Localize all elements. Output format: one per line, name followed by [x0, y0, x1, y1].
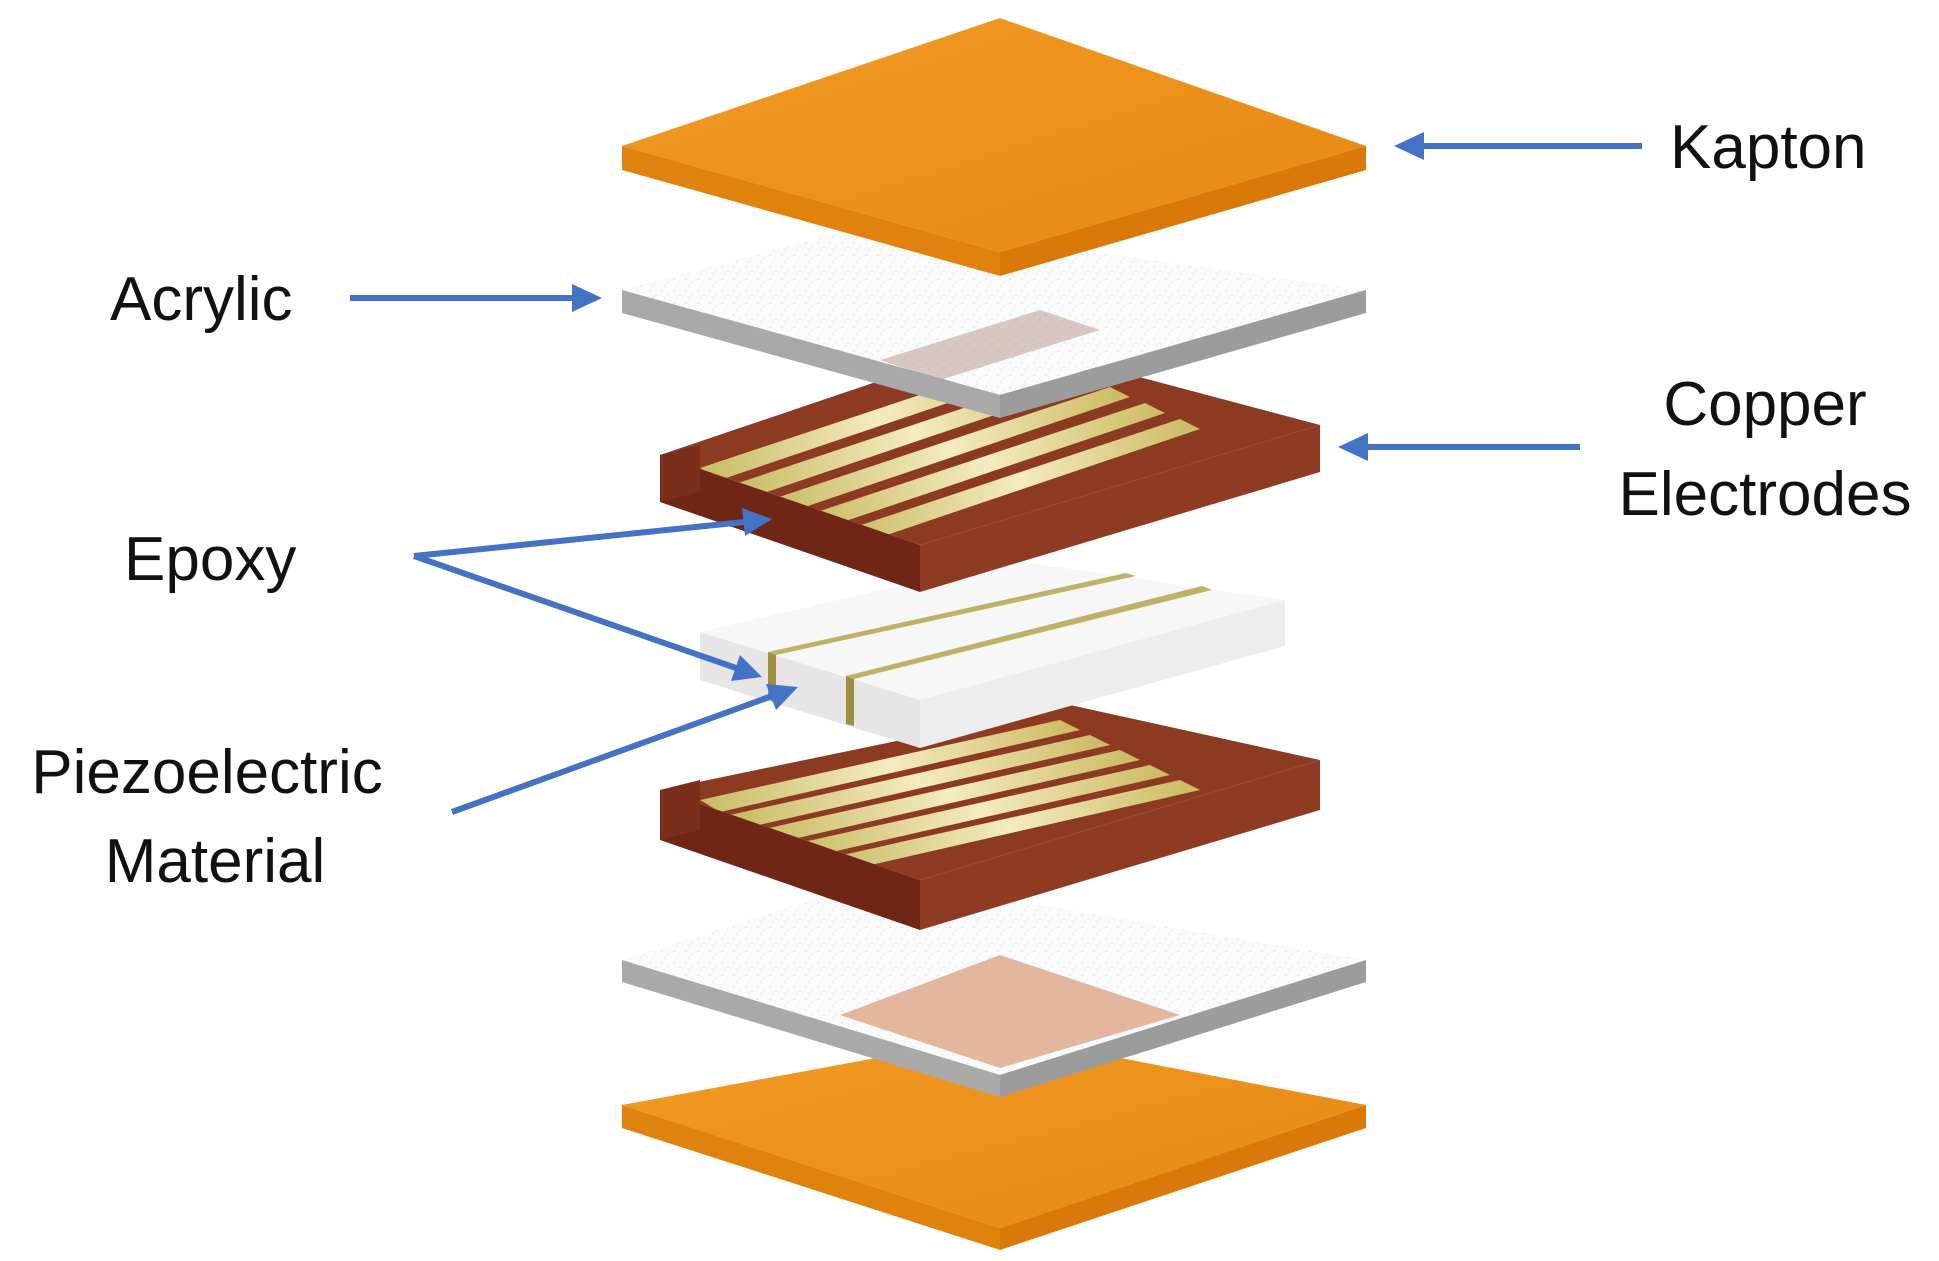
copper-label-line1: Copper: [1663, 370, 1866, 439]
epoxy-label: Epoxy: [124, 525, 296, 594]
kapton-layer-top: [622, 18, 1366, 276]
pointer-arrows: [350, 132, 1642, 815]
acrylic-arrowhead: [572, 284, 602, 312]
kapton-layer-bottom: [622, 1035, 1366, 1250]
copper-electrode-bottom: [660, 705, 1320, 930]
acrylic-label: Acrylic: [110, 265, 293, 334]
epoxy-arrowhead-lower: [731, 655, 762, 681]
acrylic-layer-bottom: [622, 878, 1366, 1097]
piezoelectric-block: [700, 560, 1285, 748]
epoxy-arrowhead-upper: [742, 508, 772, 536]
piezo-label-line1: Piezoelectric: [31, 738, 382, 807]
copper-label-line2: Electrodes: [1619, 460, 1912, 529]
epoxy-strip-1: [768, 573, 1136, 655]
acrylic-layer-top: [622, 222, 1366, 418]
piezo-arrow: [450, 693, 774, 815]
kapton-label: Kapton: [1670, 113, 1867, 182]
epoxy-arrow-lower: [413, 553, 737, 671]
copper-arrowhead: [1338, 433, 1368, 461]
kapton-arrowhead: [1394, 132, 1424, 160]
piezo-arrowhead: [766, 684, 798, 710]
epoxy-arrow-upper: [413, 519, 745, 559]
piezo-label-line2: Material: [105, 827, 326, 896]
epoxy-strip-2: [846, 586, 1212, 679]
